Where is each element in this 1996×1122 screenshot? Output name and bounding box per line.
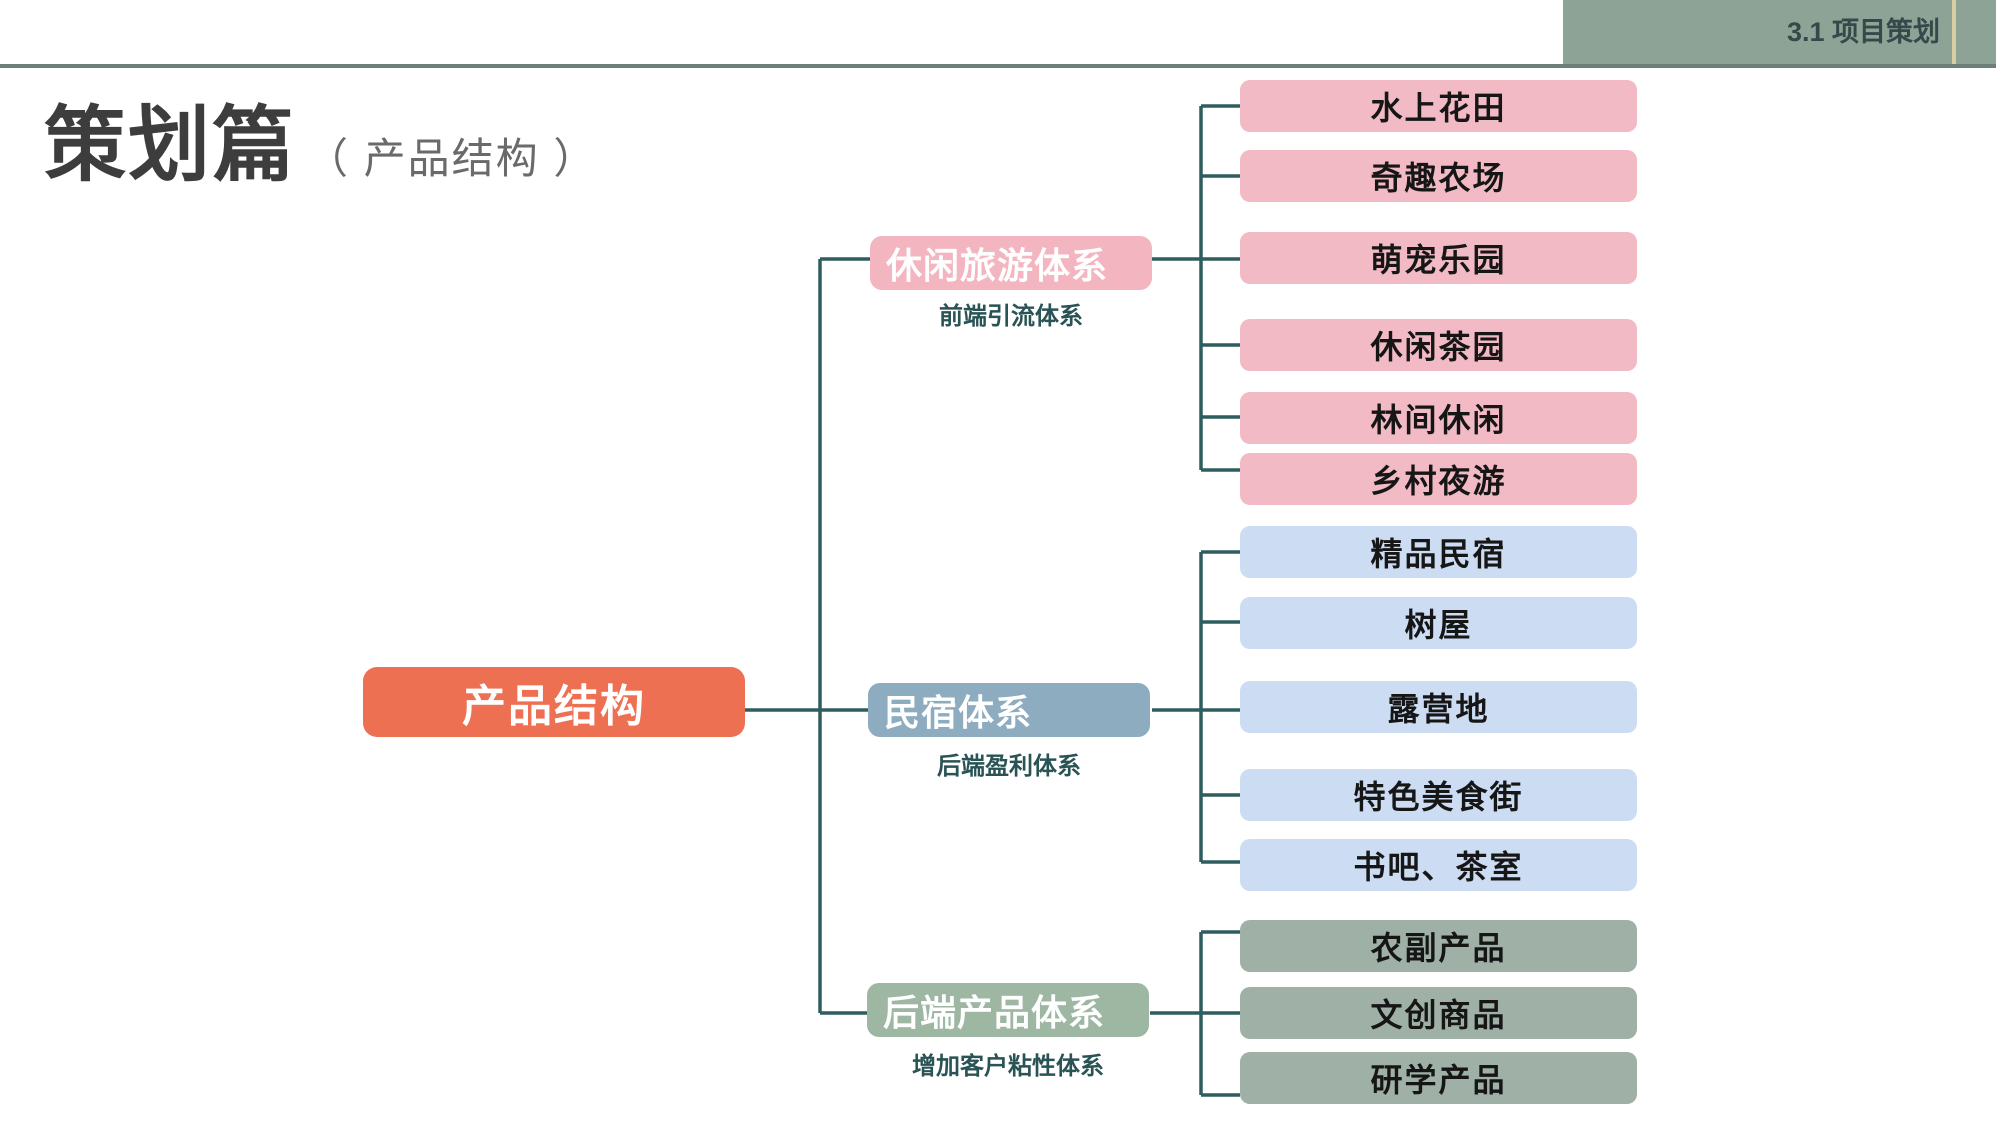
leaf-item: 奇趣农场	[1240, 150, 1637, 202]
branch-node-label: 民宿体系	[884, 692, 1033, 733]
leaf-item: 文创商品	[1240, 987, 1637, 1039]
leaf-item: 特色美食街	[1240, 769, 1637, 821]
branch-node-label: 后端产品体系	[883, 992, 1106, 1033]
leaf-item: 休闲茶园	[1240, 319, 1637, 371]
page-title: 策划篇 （ 产品结构 ）	[44, 78, 597, 197]
branch-subtitle-backend: 增加客户粘性体系	[912, 1053, 1104, 1080]
leaf-item: 精品民宿	[1240, 526, 1637, 578]
branch-subtitle-leisure: 前端引流体系	[939, 303, 1083, 330]
leaf-item: 水上花田	[1240, 80, 1637, 132]
leaf-item: 林间休闲	[1240, 392, 1637, 444]
leaf-item: 露营地	[1240, 681, 1637, 733]
root-node-label: 产品结构	[462, 682, 646, 731]
section-header-bar: 3.1 项目策划	[1563, 0, 1996, 64]
branch-node-label: 休闲旅游体系	[886, 245, 1109, 286]
green-branch-connectors	[1150, 930, 1240, 1097]
leaf-item: 树屋	[1240, 597, 1637, 649]
header-accent-line	[1952, 0, 1956, 64]
header-separator-line	[0, 64, 1996, 68]
leaf-item: 萌宠乐园	[1240, 232, 1637, 284]
branch-node-leisure: 休闲旅游体系	[870, 236, 1152, 290]
branch-node-homestay: 民宿体系	[868, 683, 1150, 737]
pink-branch-connectors	[1152, 104, 1240, 472]
trunk-connector	[745, 257, 870, 1015]
section-header-label: 3.1 项目策划	[1786, 17, 1940, 47]
root-node: 产品结构	[363, 667, 745, 737]
leaf-item: 农副产品	[1240, 920, 1637, 972]
leaf-item: 乡村夜游	[1240, 453, 1637, 505]
branch-subtitle-homestay: 后端盈利体系	[937, 753, 1081, 780]
page-title-sub: （ 产品结构 ）	[306, 135, 598, 182]
leaf-item: 研学产品	[1240, 1052, 1637, 1104]
branch-node-backend: 后端产品体系	[867, 983, 1149, 1037]
page-title-main: 策划篇	[44, 100, 297, 191]
leaf-item: 书吧、茶室	[1240, 839, 1637, 891]
blue-branch-connectors	[1152, 550, 1240, 864]
